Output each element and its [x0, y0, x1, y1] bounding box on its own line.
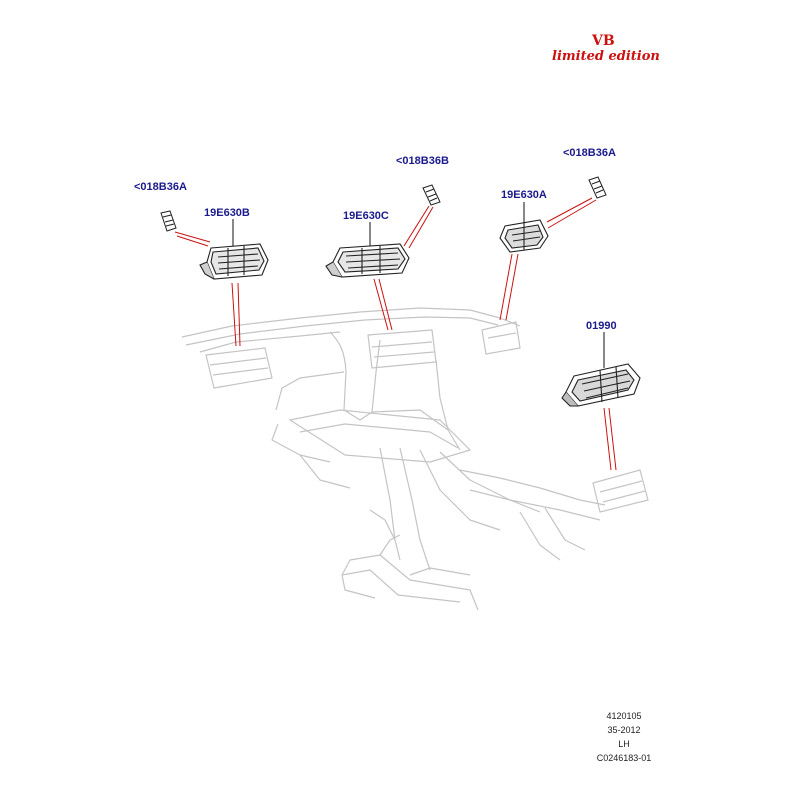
part-vent-19e630a[interactable]	[499, 219, 549, 253]
footer-ref-4: C0246183-01	[596, 753, 652, 763]
label-stems	[232, 202, 605, 368]
footer-ref-3: LH	[618, 739, 630, 749]
label-19e630c[interactable]: 19E630C	[343, 210, 389, 222]
brand-tagline: limited edition	[552, 49, 660, 64]
label-01990[interactable]: 01990	[586, 320, 617, 332]
footer-ref-2: 35-2012	[607, 725, 641, 735]
part-clip-018b36b[interactable]	[422, 184, 441, 206]
label-018b36b[interactable]: <018B36B	[396, 155, 449, 167]
footer-ref-1: 4120105	[606, 711, 642, 721]
label-018b36a-left[interactable]: <018B36A	[134, 181, 187, 193]
brand-code: VB	[592, 33, 615, 49]
label-19e630b[interactable]: 19E630B	[204, 207, 250, 219]
part-clip-018b36a-right[interactable]	[588, 176, 607, 199]
part-vent-19e630b[interactable]	[199, 243, 269, 280]
label-018b36a-right[interactable]: <018B36A	[563, 147, 616, 159]
label-19e630a[interactable]: 19E630A	[501, 189, 547, 201]
part-clip-018b36a-left[interactable]	[160, 210, 177, 232]
part-vent-01990[interactable]	[561, 363, 641, 407]
leader-lines	[174, 197, 617, 471]
part-vent-19e630c[interactable]	[325, 243, 410, 278]
duct-assembly-outline	[181, 307, 649, 611]
